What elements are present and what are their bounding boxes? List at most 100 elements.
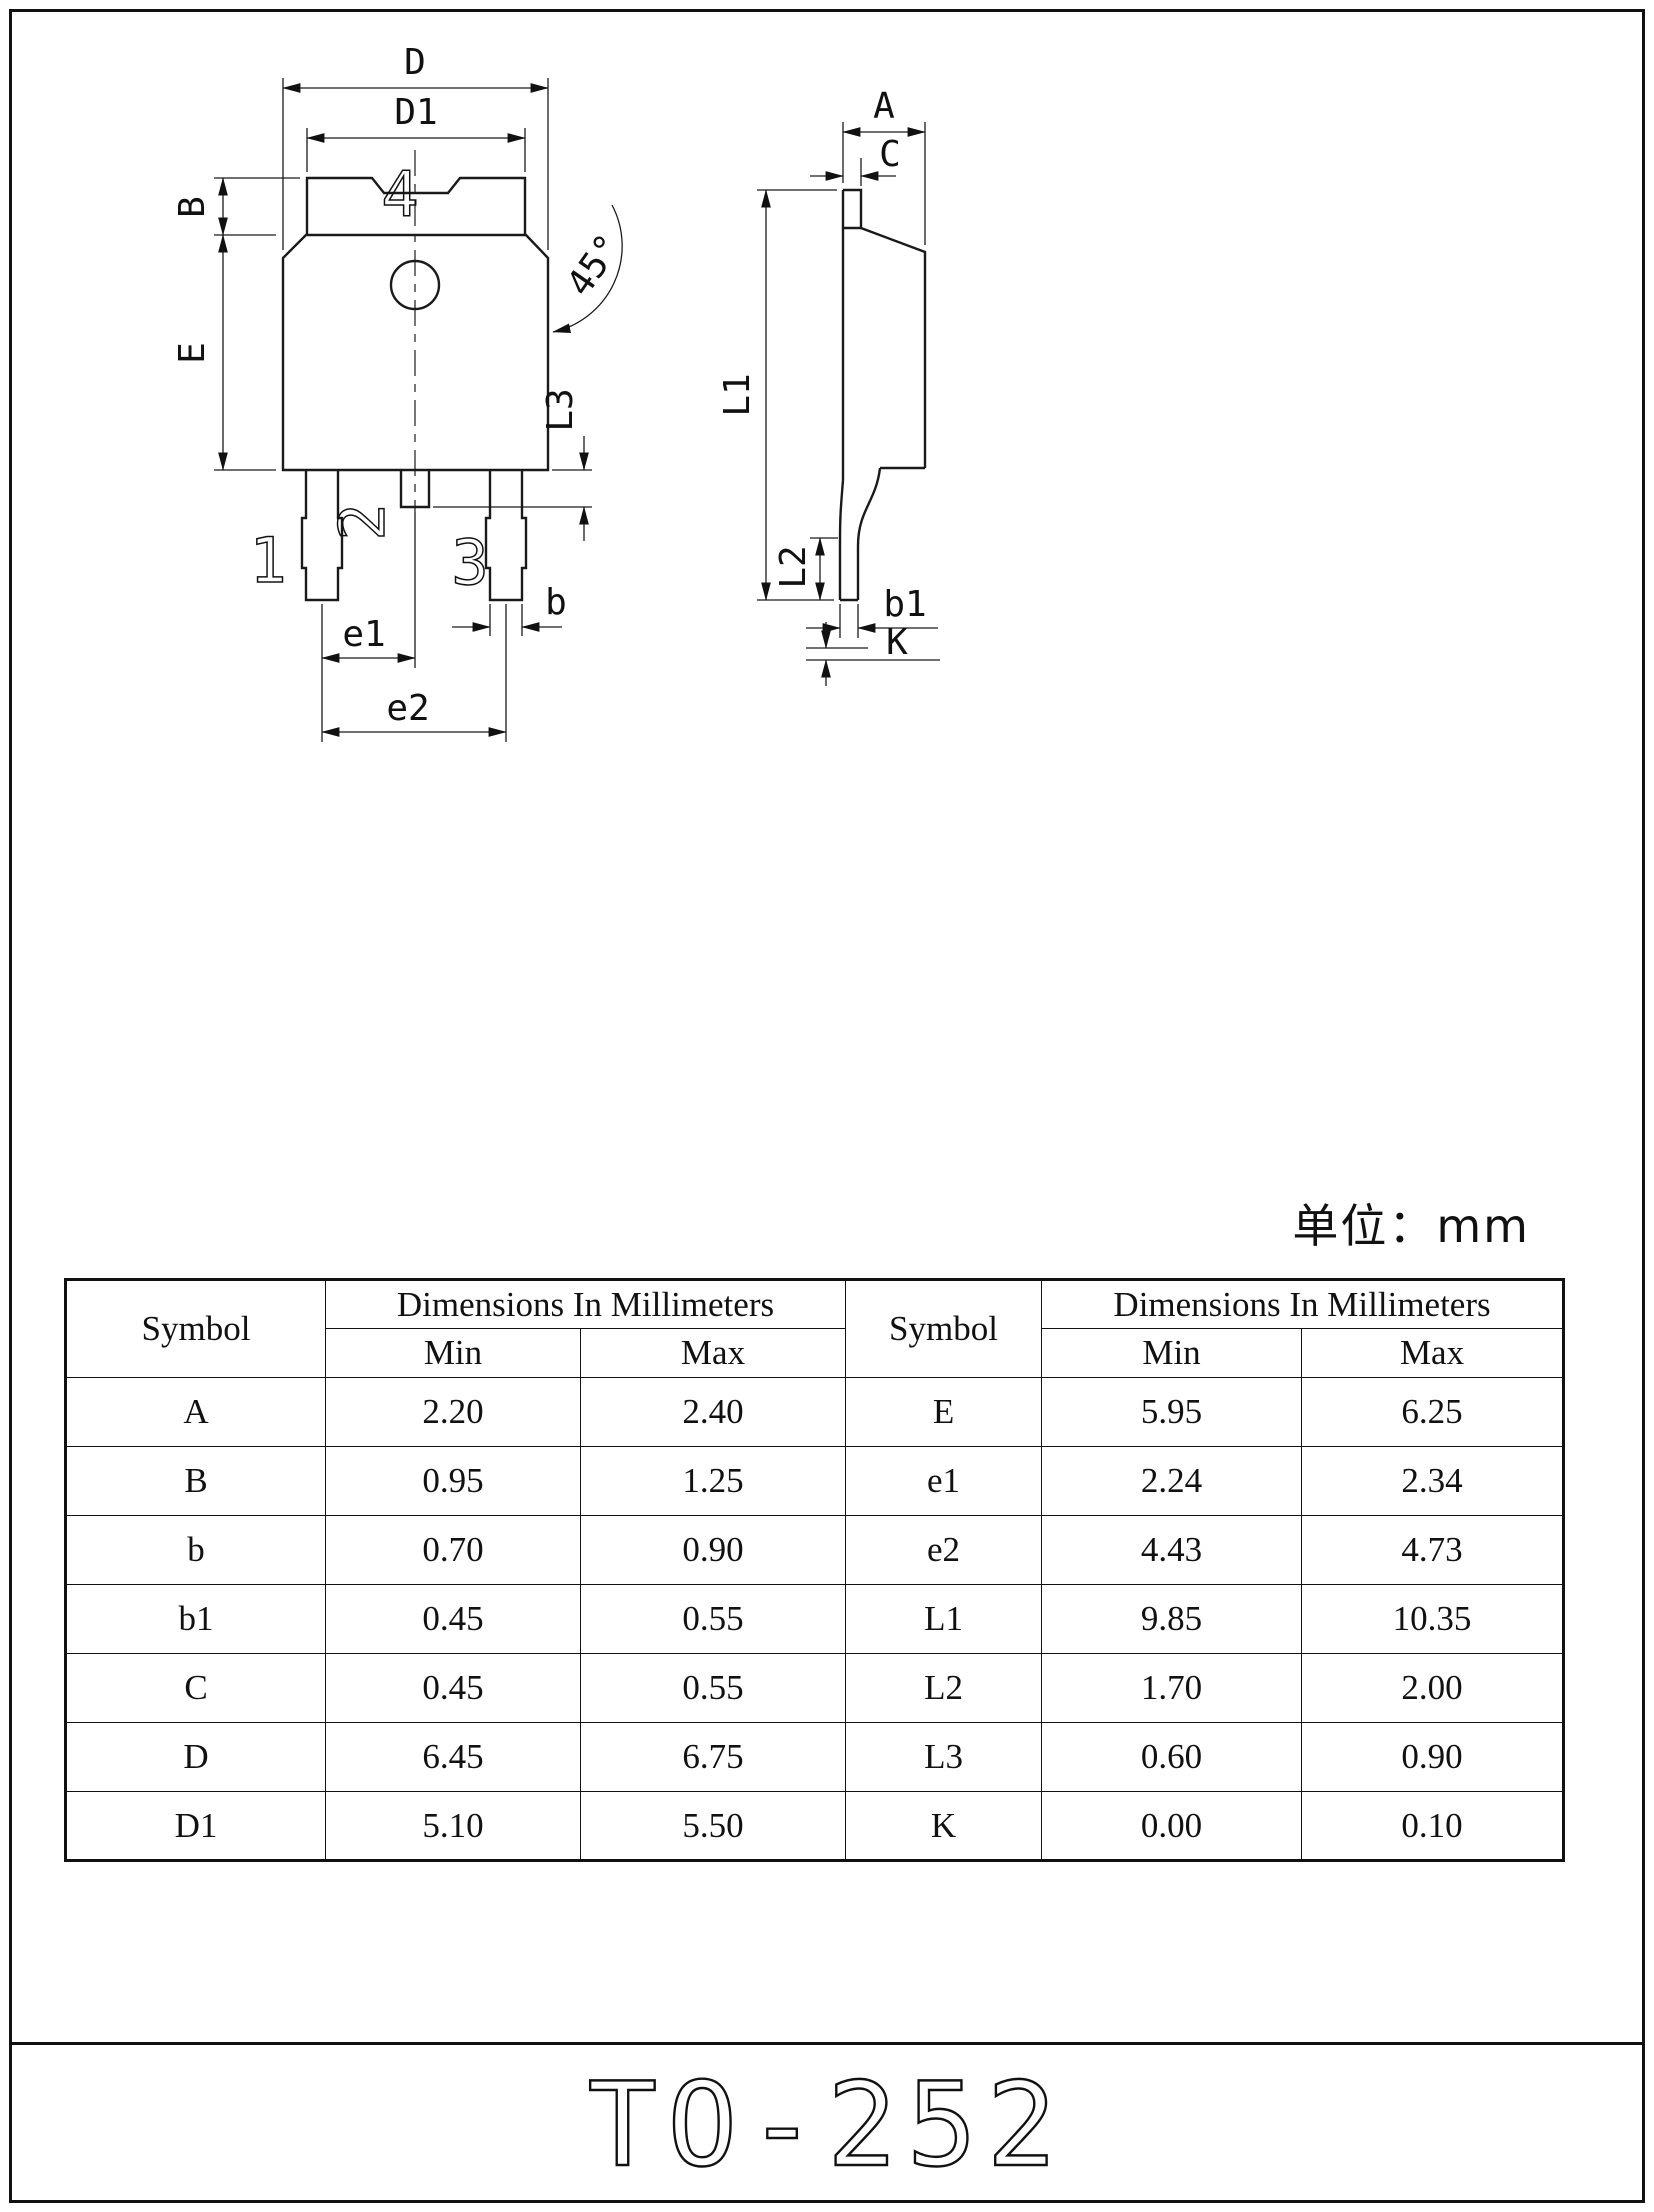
cell-min: 9.85 <box>1041 1584 1303 1654</box>
cell-min: 4.43 <box>1041 1515 1303 1585</box>
dim-e1: e1 <box>321 512 416 668</box>
cell-min: 2.24 <box>1041 1446 1303 1516</box>
header-max-left: Max <box>579 1328 847 1378</box>
dim-E: E <box>172 234 276 471</box>
side-lead-inner <box>856 467 882 600</box>
dim-L1: L1 <box>717 189 837 601</box>
table-row: A 2.20 2.40 E 5.95 6.25 <box>65 1377 1565 1447</box>
dim-label-e1: e1 <box>342 614 385 655</box>
header-dims-left: Dimensions In Millimeters <box>324 1279 847 1329</box>
side-lead-outer <box>838 479 845 600</box>
header-max-right: Max <box>1301 1328 1565 1378</box>
cell-min: 0.00 <box>1041 1791 1303 1861</box>
cell-max: 2.34 <box>1301 1446 1565 1516</box>
dim-b: b <box>452 582 567 636</box>
pin-number-4: 4 <box>381 158 418 231</box>
cell-symbol: D <box>65 1722 326 1792</box>
cell-symbol: E <box>845 1377 1043 1447</box>
dim-label-D: D <box>404 42 426 83</box>
dim-label-b: b <box>545 582 567 623</box>
cell-max: 0.55 <box>579 1584 847 1654</box>
table-header-row-1: Symbol Dimensions In Millimeters Symbol … <box>65 1279 1565 1378</box>
dim-L3: L3 <box>433 388 592 541</box>
front-view: D D1 B E <box>172 42 630 742</box>
cell-max: 0.90 <box>579 1515 847 1585</box>
dim-label-L1: L1 <box>717 373 758 416</box>
cell-max: 6.25 <box>1301 1377 1565 1447</box>
dim-K: K <box>806 622 940 686</box>
dim-label-E: E <box>172 342 213 364</box>
package-outline-drawing: D D1 B E <box>172 42 940 742</box>
dimensions-table: Symbol Dimensions In Millimeters Symbol … <box>64 1278 1566 1862</box>
dim-label-C: C <box>879 134 901 175</box>
dim-e2: e2 <box>321 604 507 742</box>
cell-max: 4.73 <box>1301 1515 1565 1585</box>
title-block-separator <box>9 2042 1645 2045</box>
dim-label-D1: D1 <box>394 92 437 133</box>
cell-max: 10.35 <box>1301 1584 1565 1654</box>
dim-D1: D1 <box>306 92 526 172</box>
dim-label-b1: b1 <box>883 584 926 625</box>
title-block: TO-252 <box>0 2052 1654 2204</box>
body-outline <box>281 233 550 472</box>
dim-L2: L2 <box>773 537 838 601</box>
cell-symbol: K <box>845 1791 1043 1861</box>
pin-number-2: 2 <box>326 503 399 540</box>
pin-2-outline <box>399 470 431 509</box>
cell-max: 0.55 <box>579 1653 847 1723</box>
cell-symbol: L3 <box>845 1722 1043 1792</box>
dim-label-L3: L3 <box>540 388 581 431</box>
header-min-left: Min <box>325 1328 581 1378</box>
dim-B: B <box>172 177 300 236</box>
dim-label-K: K <box>886 622 908 663</box>
dim-label-e2: e2 <box>386 688 429 729</box>
cell-symbol: L1 <box>845 1584 1043 1654</box>
header-symbol-right: Symbol <box>845 1279 1043 1378</box>
dim-D: D <box>282 42 549 250</box>
cell-min: 1.70 <box>1041 1653 1303 1723</box>
dim-label-B: B <box>172 196 213 218</box>
cell-symbol: e1 <box>845 1446 1043 1516</box>
table-row: b 0.70 0.90 e2 4.43 4.73 <box>65 1515 1565 1585</box>
cell-min: 5.10 <box>325 1791 581 1861</box>
cell-symbol: b <box>65 1515 326 1585</box>
cell-max: 2.40 <box>579 1377 847 1447</box>
table-row: b1 0.45 0.55 L1 9.85 10.35 <box>65 1584 1565 1654</box>
header-min-right: Min <box>1041 1328 1303 1378</box>
cell-min: 0.45 <box>325 1584 581 1654</box>
table-row: C 0.45 0.55 L2 1.70 2.00 <box>65 1653 1565 1723</box>
pin-3-outline <box>484 470 528 602</box>
cell-min: 0.60 <box>1041 1722 1303 1792</box>
cell-min: 0.95 <box>325 1446 581 1516</box>
cell-min: 0.45 <box>325 1653 581 1723</box>
header-dims-right: Dimensions In Millimeters <box>1041 1279 1565 1329</box>
cell-max: 1.25 <box>579 1446 847 1516</box>
cell-symbol: L2 <box>845 1653 1043 1723</box>
cell-max: 0.10 <box>1301 1791 1565 1861</box>
cell-min: 5.95 <box>1041 1377 1303 1447</box>
table-row: D 6.45 6.75 L3 0.60 0.90 <box>65 1722 1565 1792</box>
dim-C: C <box>810 134 901 186</box>
table-row: D1 5.10 5.50 K 0.00 0.10 <box>65 1791 1565 1861</box>
side-body-outline <box>843 188 927 468</box>
header-symbol-left: Symbol <box>65 1279 326 1378</box>
dim-label-45deg: 45° <box>559 227 630 304</box>
table-row: B 0.95 1.25 e1 2.24 2.34 <box>65 1446 1565 1516</box>
package-title: TO-252 <box>587 2058 1066 2193</box>
dim-A: A <box>842 86 926 245</box>
dim-b1: b1 <box>806 584 938 638</box>
cell-symbol: A <box>65 1377 326 1447</box>
dim-label-A: A <box>873 86 895 127</box>
cell-max: 6.75 <box>579 1722 847 1792</box>
cell-max: 0.90 <box>1301 1722 1565 1792</box>
cell-symbol: C <box>65 1653 326 1723</box>
pin-1-outline <box>300 470 344 602</box>
chamfer-angle-note: 45° <box>552 204 630 333</box>
unit-label: 单位：mm <box>1292 1199 1530 1253</box>
pin-number-1: 1 <box>249 524 286 597</box>
cell-min: 2.20 <box>325 1377 581 1447</box>
cell-symbol: e2 <box>845 1515 1043 1585</box>
dim-label-L2: L2 <box>773 545 814 588</box>
cell-symbol: b1 <box>65 1584 326 1654</box>
cell-symbol: D1 <box>65 1791 326 1861</box>
